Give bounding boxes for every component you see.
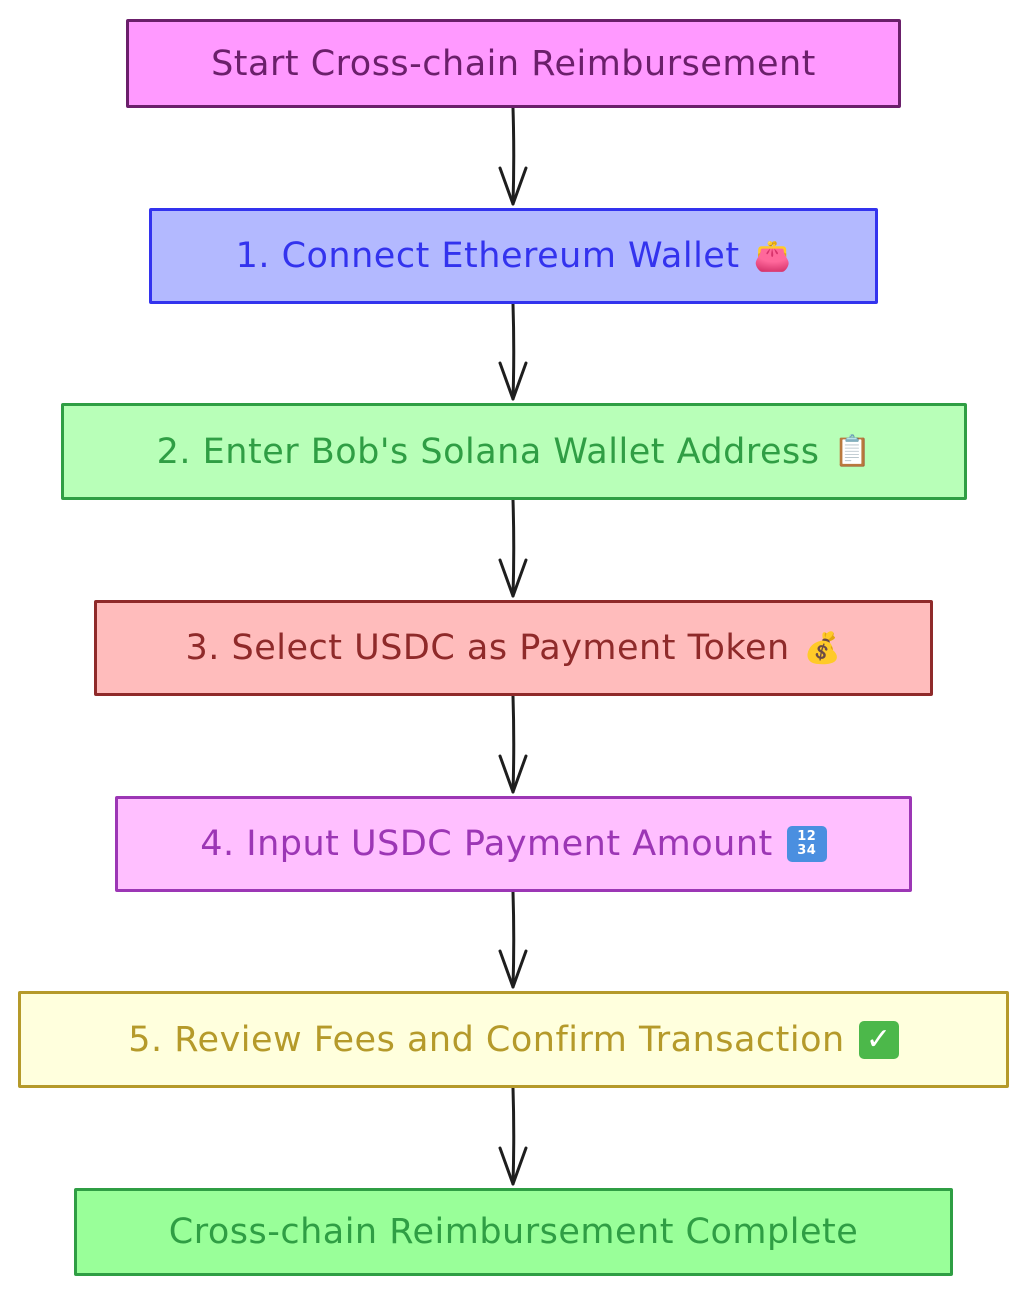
node-step-2-enter-address: 2. Enter Bob's Solana Wallet Address 📋 (61, 403, 967, 500)
edge-arrow-step4-to-step5 (498, 890, 528, 989)
node-step-3-select-token: 3. Select USDC as Payment Token 💰 (94, 600, 933, 696)
edge-arrow-step3-to-step4 (498, 694, 528, 794)
node-step-1-label: 1. Connect Ethereum Wallet (235, 236, 740, 276)
edge-arrow-start-to-step1 (498, 106, 528, 206)
node-end-label: Cross-chain Reimbursement Complete (168, 1212, 859, 1252)
edge-arrow-step2-to-step3 (498, 498, 528, 598)
edge-arrow-step1-to-step2 (498, 302, 528, 401)
node-step-5-confirm: 5. Review Fees and Confirm Transaction ✓ (18, 991, 1009, 1088)
check-mark-icon: ✓ (858, 1020, 899, 1059)
money-bag-icon: 💰 (803, 630, 842, 666)
purse-icon: 👛 (753, 238, 792, 274)
node-start-label: Start Cross-chain Reimbursement (211, 43, 816, 84)
node-step-5-label: 5. Review Fees and Confirm Transaction (128, 1019, 845, 1060)
node-step-3-label: 3. Select USDC as Payment Token (185, 628, 790, 668)
edge-arrow-step5-to-end (498, 1086, 528, 1186)
clipboard-icon: 📋 (833, 434, 872, 469)
node-step-4-label: 4. Input USDC Payment Amount (200, 824, 773, 864)
node-step-1-connect-wallet: 1. Connect Ethereum Wallet 👛 (149, 208, 878, 304)
node-end: Cross-chain Reimbursement Complete (74, 1188, 953, 1276)
node-start: Start Cross-chain Reimbursement (126, 19, 901, 108)
node-step-2-label: 2. Enter Bob's Solana Wallet Address (156, 431, 820, 472)
